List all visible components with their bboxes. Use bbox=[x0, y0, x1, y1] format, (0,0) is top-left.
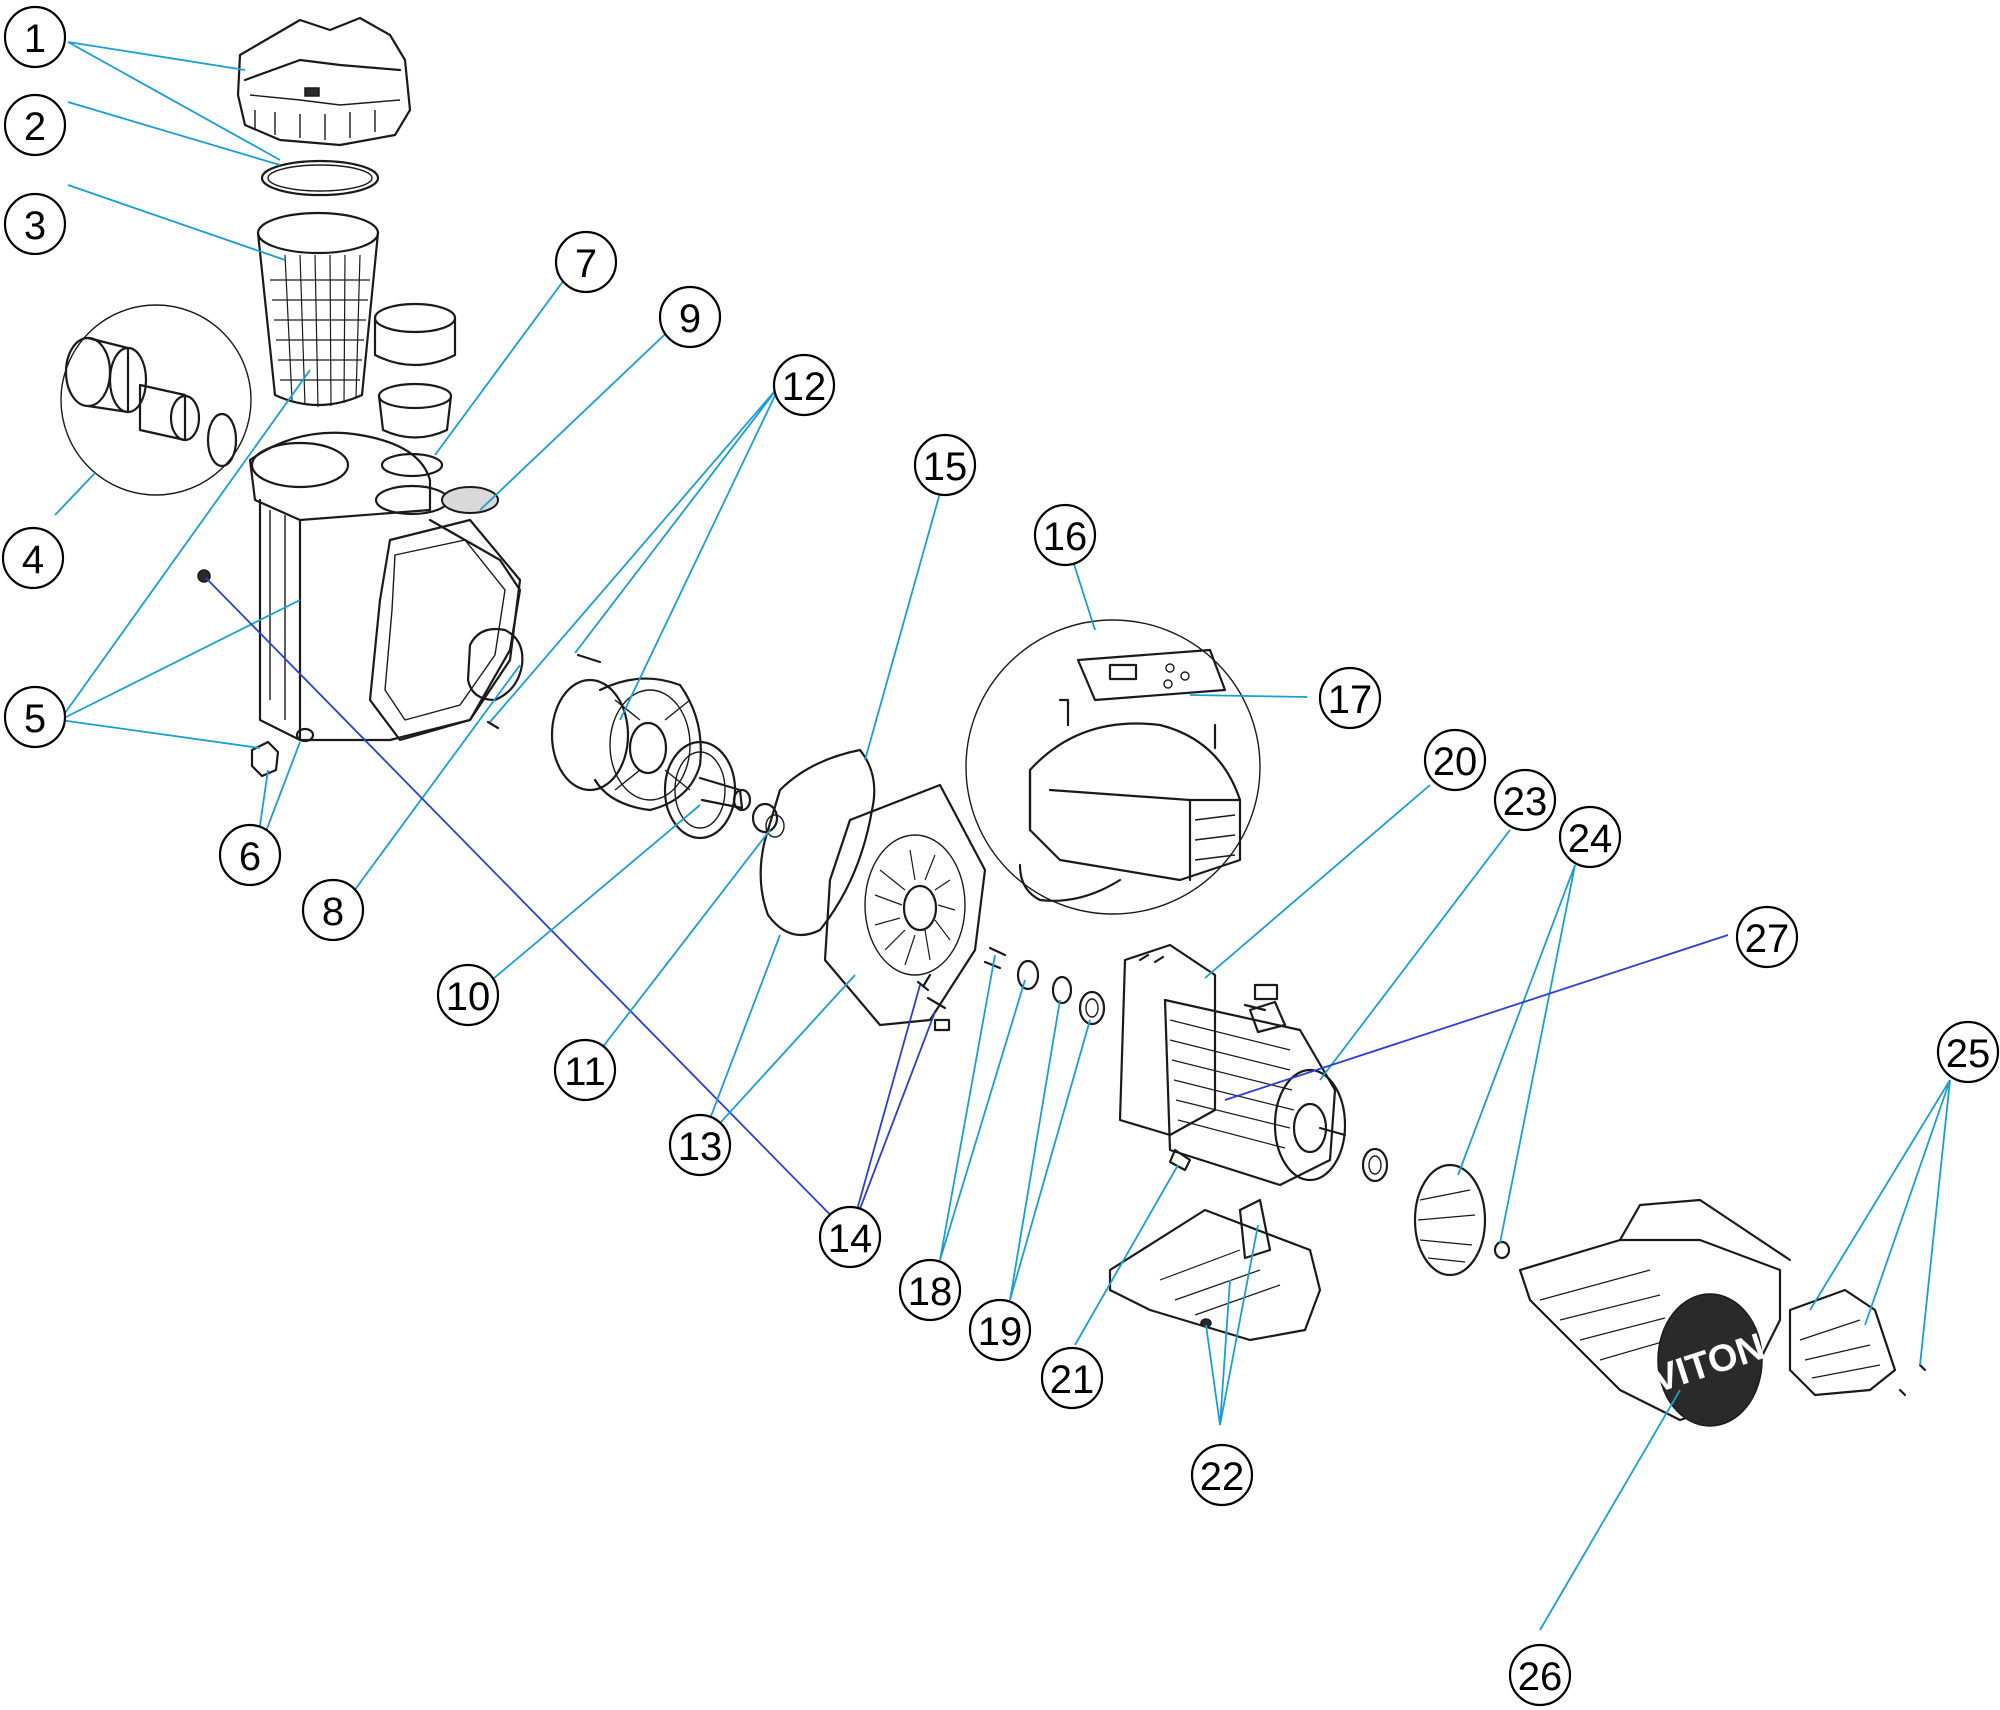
callout-11: 11 bbox=[553, 1038, 617, 1102]
part-pin-12 bbox=[486, 653, 602, 730]
callout-6: 6 bbox=[218, 823, 282, 887]
svg-text:5: 5 bbox=[24, 697, 46, 741]
svg-text:6: 6 bbox=[239, 835, 261, 879]
svg-text:18: 18 bbox=[908, 1270, 953, 1314]
callout-10: 10 bbox=[436, 963, 500, 1027]
callout-5: 5 bbox=[3, 685, 67, 749]
part-lid bbox=[236, 16, 412, 147]
part-motor bbox=[1118, 943, 1347, 1187]
callout-13: 13 bbox=[668, 1113, 732, 1177]
part-terminal-cover bbox=[1788, 1288, 1927, 1397]
part-housing-gasket bbox=[466, 627, 524, 702]
part-mechanical-seal bbox=[751, 802, 785, 838]
svg-text:10: 10 bbox=[446, 975, 491, 1019]
callout-16: 16 bbox=[1033, 503, 1097, 567]
part-diffuser bbox=[550, 677, 702, 812]
svg-text:4: 4 bbox=[22, 538, 44, 582]
svg-text:2: 2 bbox=[24, 105, 46, 149]
svg-text:22: 22 bbox=[1200, 1455, 1245, 1499]
part-cooling-fan bbox=[1413, 1163, 1511, 1277]
callout-1: 1 bbox=[3, 5, 67, 69]
part-impeller bbox=[663, 740, 752, 840]
part-washers-19 bbox=[1016, 959, 1106, 1026]
callout-23: 23 bbox=[1493, 768, 1557, 832]
svg-text:8: 8 bbox=[322, 890, 344, 934]
svg-text:27: 27 bbox=[1745, 917, 1790, 961]
svg-text:19: 19 bbox=[978, 1310, 1023, 1354]
leader-lines bbox=[54, 41, 1951, 1631]
part-lid-oring bbox=[260, 159, 380, 197]
part-drain-plug bbox=[250, 727, 315, 778]
svg-text:7: 7 bbox=[575, 242, 597, 286]
svg-text:15: 15 bbox=[923, 445, 968, 489]
callout-2: 2 bbox=[3, 93, 67, 157]
callout-27: 27 bbox=[1735, 905, 1799, 969]
callout-20: 20 bbox=[1423, 728, 1487, 792]
callout-19: 19 bbox=[968, 1298, 1032, 1362]
svg-text:14: 14 bbox=[828, 1217, 873, 1261]
part-bearing-rear bbox=[1361, 1147, 1389, 1183]
callout-21: 21 bbox=[1040, 1346, 1104, 1410]
svg-text:23: 23 bbox=[1503, 780, 1548, 824]
callout-17: 17 bbox=[1318, 666, 1382, 730]
callout-24: 24 bbox=[1558, 805, 1622, 869]
callout-14: 14 bbox=[818, 1205, 882, 1269]
svg-text:13: 13 bbox=[678, 1125, 723, 1169]
callout-9: 9 bbox=[658, 285, 722, 349]
callout-12: 12 bbox=[772, 353, 836, 417]
part-union-right bbox=[373, 302, 499, 516]
part-screw-21 bbox=[1168, 1148, 1192, 1172]
part-fan-cover: VITON bbox=[1518, 1198, 1792, 1427]
svg-text:16: 16 bbox=[1043, 515, 1088, 559]
svg-text:9: 9 bbox=[679, 297, 701, 341]
callout-18: 18 bbox=[898, 1258, 962, 1322]
callout-22: 22 bbox=[1190, 1443, 1254, 1507]
part-seal-plate-oring bbox=[759, 748, 876, 937]
part-motor-base bbox=[1108, 1198, 1322, 1342]
svg-text:11: 11 bbox=[564, 1050, 606, 1094]
svg-text:24: 24 bbox=[1568, 817, 1613, 861]
part-controller bbox=[965, 619, 1261, 915]
part-pump-housing bbox=[197, 431, 522, 742]
callout-25: 25 bbox=[1936, 1020, 2000, 1084]
part-bolts bbox=[916, 973, 951, 1032]
svg-text:17: 17 bbox=[1328, 678, 1373, 722]
callout-26: 26 bbox=[1508, 1643, 1572, 1707]
part-union-kit bbox=[60, 304, 252, 496]
callout-15: 15 bbox=[913, 433, 977, 497]
svg-text:12: 12 bbox=[782, 365, 827, 409]
svg-text:20: 20 bbox=[1433, 740, 1478, 784]
callout-7: 7 bbox=[554, 230, 618, 294]
svg-text:3: 3 bbox=[24, 204, 46, 248]
callout-3: 3 bbox=[3, 192, 67, 256]
svg-text:21: 21 bbox=[1050, 1358, 1095, 1402]
part-strainer-basket bbox=[256, 211, 380, 408]
svg-text:25: 25 bbox=[1946, 1032, 1991, 1076]
svg-text:26: 26 bbox=[1518, 1655, 1563, 1699]
callout-8: 8 bbox=[301, 878, 365, 942]
callout-4: 4 bbox=[1, 526, 65, 590]
svg-text:1: 1 bbox=[24, 17, 46, 61]
part-seal-plate bbox=[823, 783, 987, 1027]
